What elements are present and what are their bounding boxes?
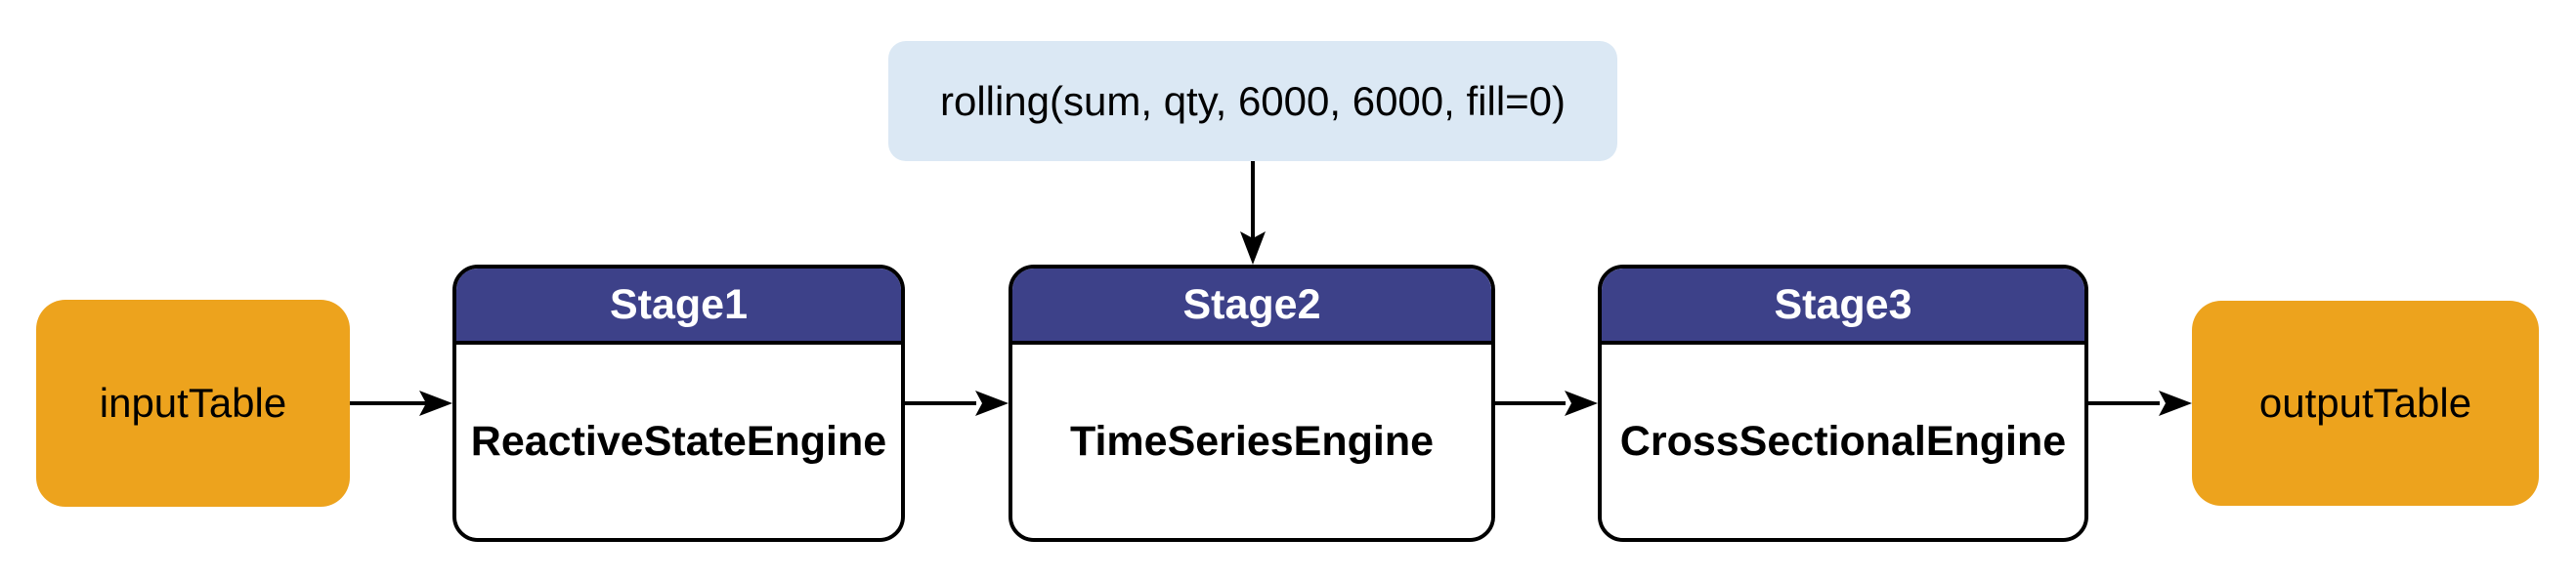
stage3-engine-label: CrossSectionalEngine	[1619, 417, 2067, 465]
arrow-input-to-stage1	[349, 391, 452, 416]
output-table-node: outputTable	[2192, 301, 2539, 506]
stage3-title: Stage3	[1774, 280, 1912, 328]
stage1-node: Stage1 ReactiveStateEngine	[452, 265, 905, 542]
arrow-stage3-to-output	[2088, 391, 2192, 416]
stage2-title: Stage2	[1182, 280, 1321, 328]
stage2-engine-label: TimeSeriesEngine	[1069, 417, 1435, 465]
output-table-label: outputTable	[2258, 380, 2472, 426]
annotation-label: rolling(sum, qty, 6000, 6000, fill=0)	[939, 77, 1567, 124]
stage1-body: ReactiveStateEngine	[456, 345, 901, 538]
arrow-stage2-to-stage3	[1495, 391, 1598, 416]
input-table-label: inputTable	[99, 380, 287, 426]
input-table-node: inputTable	[36, 300, 350, 507]
stage1-engine-label: ReactiveStateEngine	[470, 417, 887, 465]
stage1-header: Stage1	[456, 269, 901, 345]
stage3-body: CrossSectionalEngine	[1602, 345, 2084, 538]
stage1-title: Stage1	[609, 280, 748, 328]
stage3-header: Stage3	[1602, 269, 2084, 345]
arrow-annotation-to-stage2	[1240, 161, 1266, 265]
arrow-stage1-to-stage2	[905, 391, 1009, 416]
annotation-box: rolling(sum, qty, 6000, 6000, fill=0)	[888, 41, 1617, 161]
stage3-node: Stage3 CrossSectionalEngine	[1598, 265, 2088, 542]
stage2-header: Stage2	[1012, 269, 1491, 345]
stage2-node: Stage2 TimeSeriesEngine	[1009, 265, 1495, 542]
stage2-body: TimeSeriesEngine	[1012, 345, 1491, 538]
